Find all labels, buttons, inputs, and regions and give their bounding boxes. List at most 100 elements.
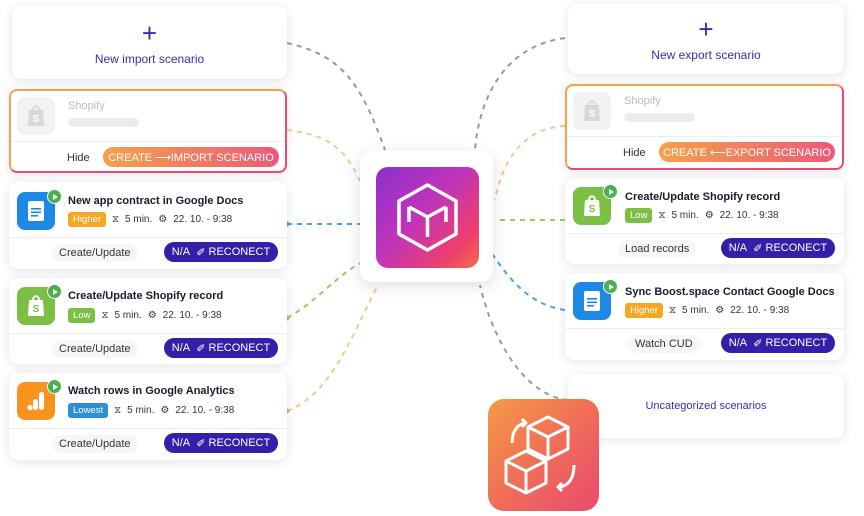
scenario-meta: Low ⧖ 5 min. ⚙ 22. 10. - 9:38	[68, 308, 222, 323]
scenario-card[interactable]: S Create/Update Shopify record Low ⧖ 5 mi…	[9, 278, 287, 364]
last-run-date: 22. 10. - 9:38	[175, 405, 235, 416]
boost-space-logo	[376, 167, 479, 268]
reconnect-button[interactable]: N/A ✐ RECONECT	[721, 238, 835, 258]
reconnect-label: RECONECT	[208, 246, 271, 258]
create-export-scenario-button[interactable]: CREATE ⟵EXPORT SCENARIO	[659, 142, 835, 162]
new-export-scenario-label: New export scenario	[651, 48, 761, 62]
clock-icon: ⧖	[658, 210, 666, 221]
interval: 5 min.	[127, 405, 155, 416]
status-label: N/A	[728, 242, 748, 254]
create-import-scenario-button[interactable]: CREATE ⟶IMPORT SCENARIO	[103, 147, 279, 167]
reconnect-button[interactable]: N/A ✐ RECONECT	[164, 242, 278, 262]
scenario-title: Create/Update Shopify record	[68, 290, 224, 302]
link-icon: ✐	[196, 246, 206, 259]
scenario-card[interactable]: Watch rows in Google Analytics Lowest ⧖ 5…	[9, 373, 287, 460]
clock-icon: ⧖	[112, 214, 120, 225]
status-label: N/A	[171, 437, 191, 449]
divider	[11, 141, 285, 142]
divider	[565, 328, 844, 329]
reconnect-label: RECONECT	[765, 337, 828, 349]
divider	[567, 136, 842, 137]
interval: 5 min.	[682, 305, 710, 316]
last-run-date: 22. 10. - 9:38	[730, 305, 790, 316]
svg-text:S: S	[589, 204, 596, 215]
reconnect-label: RECONECT	[765, 242, 828, 254]
priority-badge: Lowest	[68, 403, 109, 418]
scenario-title: New app contract in Google Docs	[68, 195, 244, 207]
placeholder-bar	[624, 113, 695, 122]
gear-icon: ⚙	[704, 210, 714, 221]
scenario-title: Watch rows in Google Analytics	[68, 385, 235, 397]
link-icon: ✐	[196, 437, 206, 450]
link-icon: ✐	[196, 342, 206, 355]
shopify-icon: S	[17, 97, 55, 135]
status-label: N/A	[171, 246, 191, 258]
shopify-icon: S	[573, 92, 611, 130]
integration-logo	[488, 399, 599, 511]
reconnect-label: RECONECT	[208, 437, 271, 449]
shopify-name: Shopify	[624, 95, 661, 107]
hide-button[interactable]: Hide	[61, 149, 96, 167]
scenario-meta: Lowest ⧖ 5 min. ⚙ 22. 10. - 9:38	[68, 403, 234, 418]
scenario-card[interactable]: New app contract in Google Docs Higher ⧖…	[9, 182, 287, 269]
shopify-export-card: S Shopify Hide CREATE ⟵EXPORT SCENARIO	[565, 84, 844, 170]
gear-icon: ⚙	[715, 305, 725, 316]
interval: 5 min.	[671, 210, 699, 221]
reconnect-button[interactable]: N/A ✐ RECONECT	[164, 433, 278, 453]
last-run-date: 22. 10. - 9:38	[162, 310, 222, 321]
interval: 5 min.	[114, 310, 142, 321]
hub-logo-container	[360, 151, 493, 282]
priority-badge: Higher	[625, 303, 663, 318]
svg-text:S: S	[589, 109, 596, 120]
load-records-button[interactable]: Load records	[618, 240, 697, 258]
gear-icon: ⚙	[160, 405, 170, 416]
create-update-button[interactable]: Create/Update	[52, 435, 138, 453]
clock-icon: ⧖	[669, 305, 677, 316]
create-update-button[interactable]: Create/Update	[52, 244, 138, 262]
priority-badge: Low	[68, 308, 96, 323]
priority-badge: Higher	[68, 212, 106, 227]
new-import-scenario-card[interactable]: + New import scenario	[12, 6, 287, 79]
scenario-meta: Low ⧖ 5 min. ⚙ 22. 10. - 9:38	[625, 208, 779, 223]
clock-icon: ⧖	[114, 405, 122, 416]
svg-text:S: S	[33, 114, 40, 125]
reconnect-button[interactable]: N/A ✐ RECONECT	[164, 338, 278, 358]
last-run-date: 22. 10. - 9:38	[173, 214, 233, 225]
status-label: N/A	[171, 342, 191, 354]
gear-icon: ⚙	[147, 310, 157, 321]
scenario-card[interactable]: Sync Boost.space Contact Google Docs Hig…	[565, 273, 844, 360]
hide-button[interactable]: Hide	[617, 144, 652, 162]
uncategorized-scenarios-card[interactable]: Uncategorized scenarios	[568, 374, 844, 438]
reconnect-button[interactable]: N/A ✐ RECONECT	[721, 333, 835, 353]
scenario-title: Create/Update Shopify record	[625, 191, 781, 203]
shopify-name: Shopify	[68, 100, 105, 112]
new-export-scenario-card[interactable]: + New export scenario	[568, 4, 844, 74]
gear-icon: ⚙	[158, 214, 168, 225]
scenario-meta: Higher ⧖ 5 min. ⚙ 22. 10. - 9:38	[625, 303, 789, 318]
play-icon	[603, 184, 618, 199]
status-label: N/A	[728, 337, 748, 349]
interval: 5 min.	[125, 214, 153, 225]
svg-text:S: S	[33, 304, 40, 315]
last-run-date: 22. 10. - 9:38	[719, 210, 779, 221]
divider	[9, 333, 287, 334]
watch-cud-button[interactable]: Watch CUD	[628, 335, 700, 353]
divider	[565, 233, 844, 234]
plus-icon: +	[698, 14, 714, 44]
shopify-import-card: S Shopify Hide CREATE ⟶IMPORT SCENARIO	[9, 89, 287, 173]
divider	[9, 237, 287, 238]
play-icon	[47, 379, 62, 394]
create-update-button[interactable]: Create/Update	[52, 340, 138, 358]
divider	[9, 428, 287, 429]
clock-icon: ⧖	[101, 310, 109, 321]
reconnect-label: RECONECT	[208, 342, 271, 354]
scenario-card[interactable]: S Create/Update Shopify record Low ⧖ 5 mi…	[565, 178, 844, 264]
play-icon	[47, 284, 62, 299]
play-icon	[603, 279, 618, 294]
play-icon	[47, 189, 62, 204]
placeholder-bar	[68, 118, 139, 127]
link-icon: ✐	[753, 242, 763, 255]
plus-icon: +	[141, 17, 158, 48]
uncategorized-label: Uncategorized scenarios	[645, 400, 767, 412]
priority-badge: Low	[625, 208, 653, 223]
